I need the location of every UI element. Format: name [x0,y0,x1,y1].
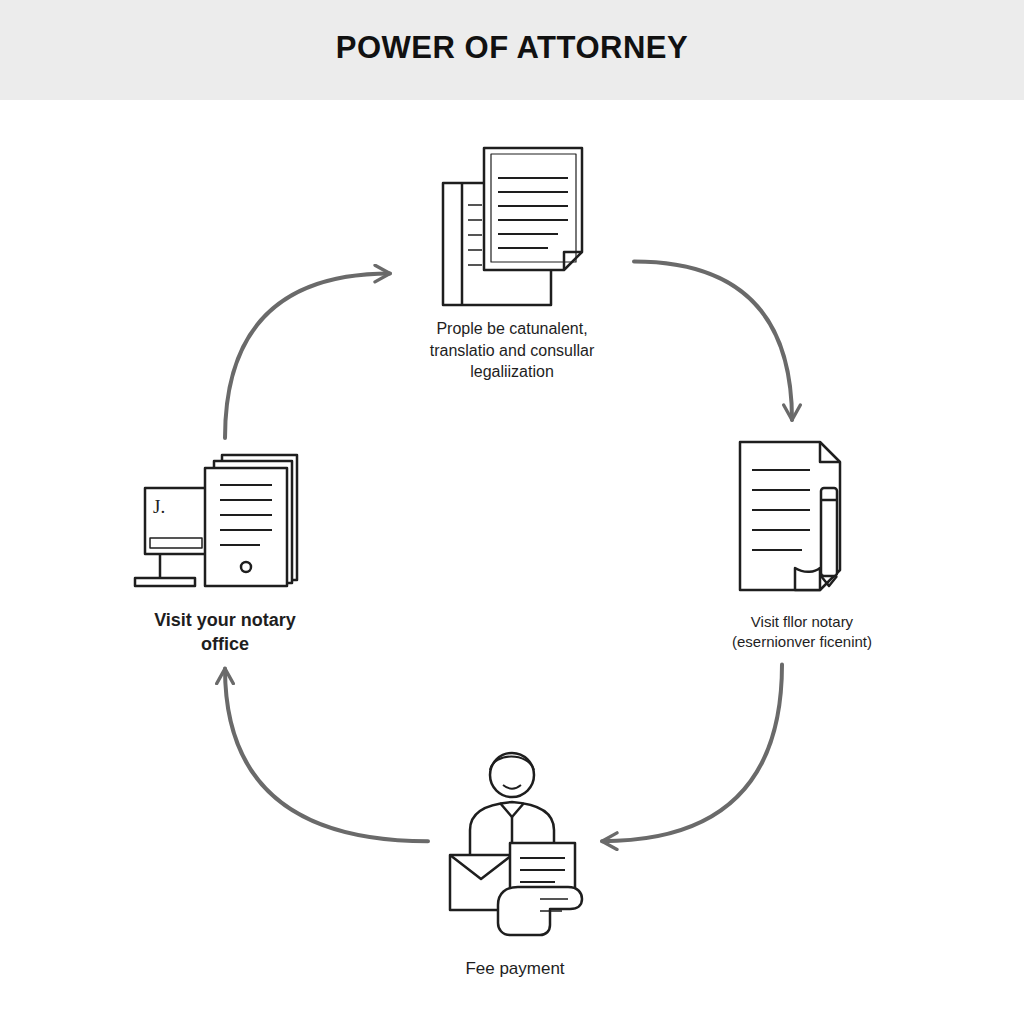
screen-label: J. [153,496,165,518]
step-label: Visit fllor notary (esernionver ficenint… [712,612,892,653]
computer-icon [135,455,297,586]
step-label: Fee payment [440,958,590,981]
person-icon [450,753,582,935]
cycle-arrow [225,274,390,438]
step-documents: Prople be catunalent, translatio and con… [402,140,622,383]
step-office: Visit your notary office [135,450,315,657]
cycle-arrow [634,261,792,420]
step-notary: Visit fllor notary (esernionver ficenint… [702,432,902,653]
step-label: Visit your notary office [143,608,308,657]
cycle-arrow [225,669,428,842]
document-pen-icon [740,442,840,590]
cycle-arrow [602,665,782,842]
step-fee: Fee payment [440,748,590,981]
documents-icon [443,148,582,305]
diagram-title: POWER OF ATTORNEY [0,30,1024,66]
step-label: Prople be catunalent, translatio and con… [410,318,615,383]
